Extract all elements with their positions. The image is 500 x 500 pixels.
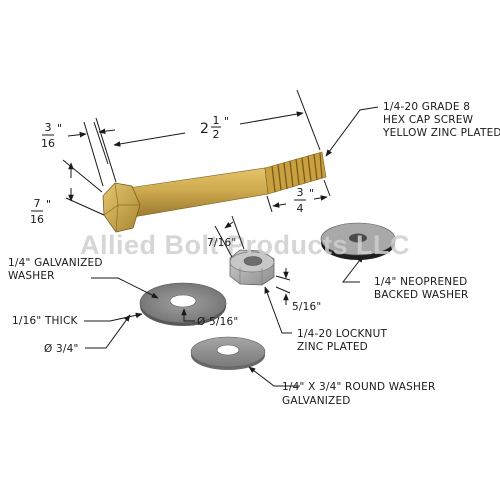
callout-screw: 1/4-20 GRADE 8 HEX CAP SCREW YELLOW ZINC… bbox=[382, 101, 500, 139]
head-height-unit: " bbox=[57, 122, 62, 135]
thickness-label: 1/16" THICK bbox=[12, 315, 78, 327]
locknut-label-line2: ZINC PLATED bbox=[297, 341, 368, 353]
dim-head-width: 7 16 " bbox=[30, 197, 51, 226]
neoprene-washer bbox=[320, 222, 396, 260]
leader-lines bbox=[84, 106, 379, 387]
locknut-label-line1: 1/4-20 LOCKNUT bbox=[297, 328, 387, 340]
hex-cap-screw bbox=[102, 151, 327, 233]
callout-locknut: 1/4-20 LOCKNUT ZINC PLATED bbox=[297, 328, 387, 353]
nut-width-dimension bbox=[214, 215, 245, 258]
thread-den: 4 bbox=[297, 202, 304, 215]
neoprene-label-line2: BACKED WASHER bbox=[374, 289, 469, 301]
bolt-shank bbox=[127, 167, 269, 218]
length-num: 1 bbox=[213, 114, 220, 127]
round-washer-label-line2: GALVANIZED bbox=[282, 395, 351, 407]
head-height-den: 16 bbox=[41, 137, 55, 150]
dim-length: 2 1 2 " bbox=[200, 114, 229, 141]
callout-round-washer: 1/4" X 3/4" ROUND WASHER GALVANIZED bbox=[282, 381, 435, 407]
round-washer bbox=[190, 336, 266, 370]
inner-diameter-label: Ø 5/16" bbox=[197, 316, 238, 328]
nut-width-label: 7/16" bbox=[207, 237, 236, 249]
thread-num: 3 bbox=[297, 186, 304, 199]
length-whole: 2 bbox=[200, 121, 209, 137]
head-height-num: 3 bbox=[45, 121, 52, 134]
callout-galvanized-washer: 1/4" GALVANIZED WASHER bbox=[8, 257, 103, 282]
neoprene-label-line1: 1/4" NEOPRENED bbox=[374, 276, 467, 288]
galvanized-washer bbox=[139, 282, 227, 326]
galv-washer-label-line1: 1/4" GALVANIZED bbox=[8, 257, 103, 269]
screw-label-line1: 1/4-20 GRADE 8 bbox=[383, 101, 470, 113]
screw-label-line3: YELLOW ZINC PLATED bbox=[382, 127, 500, 139]
nut-height-label: 5/16" bbox=[292, 301, 321, 313]
length-den: 2 bbox=[213, 128, 220, 141]
head-height-dimension bbox=[67, 117, 117, 187]
head-width-unit: " bbox=[46, 198, 51, 211]
dim-thread: 3 4 " bbox=[294, 186, 314, 215]
nut-height-dimension bbox=[275, 268, 291, 305]
thread-dimension bbox=[266, 179, 331, 213]
thread-unit: " bbox=[309, 187, 314, 200]
head-width-den: 16 bbox=[30, 213, 44, 226]
callout-neoprene-washer: 1/4" NEOPRENED BACKED WASHER bbox=[374, 276, 469, 301]
round-washer-label-line1: 1/4" X 3/4" ROUND WASHER bbox=[282, 381, 435, 393]
locknut bbox=[229, 249, 275, 286]
bolt-hex-head bbox=[102, 182, 141, 233]
dim-head-height: 3 16 " bbox=[41, 121, 62, 150]
length-unit: " bbox=[224, 115, 229, 128]
thread-lines bbox=[271, 152, 323, 193]
screw-label-line2: HEX CAP SCREW bbox=[383, 114, 474, 126]
head-width-num: 7 bbox=[34, 197, 41, 210]
length-dimension bbox=[93, 89, 321, 165]
head-width-dimension bbox=[62, 159, 105, 216]
outer-diameter-label: Ø 3/4" bbox=[44, 343, 79, 355]
watermark-text: Allied Bolt Products LLC bbox=[80, 230, 410, 260]
galv-washer-label-line2: WASHER bbox=[8, 270, 55, 282]
